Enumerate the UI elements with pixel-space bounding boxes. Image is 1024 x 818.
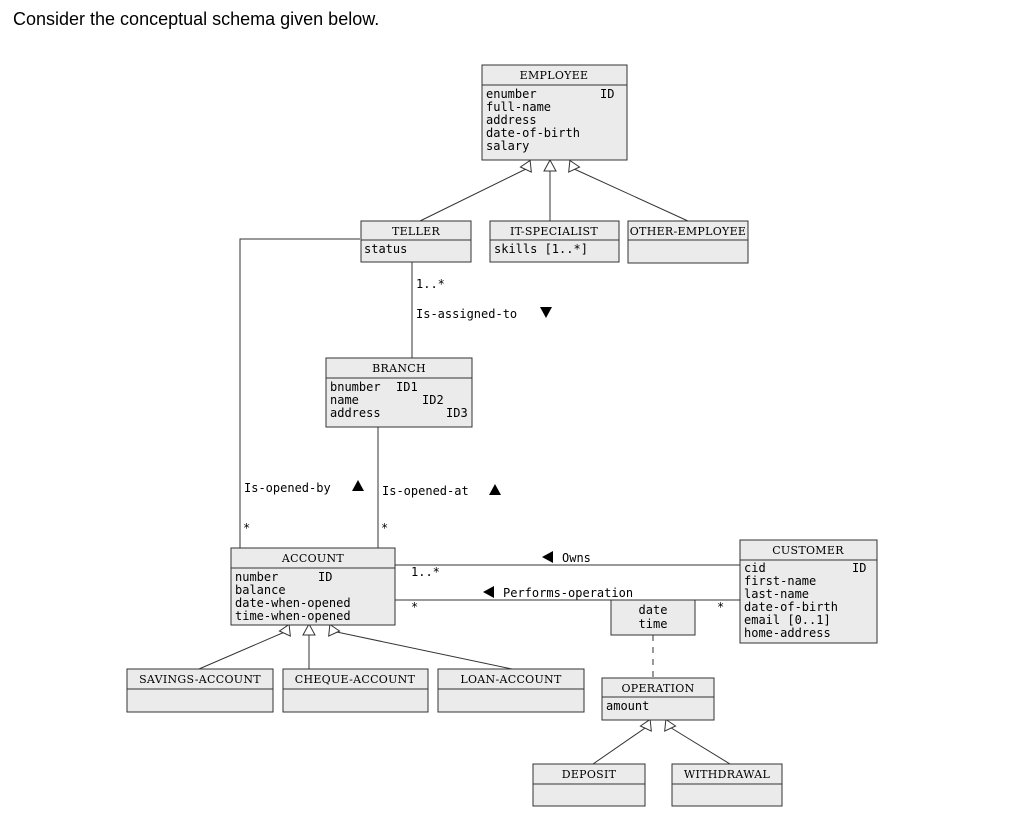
operation-title: OPERATION bbox=[621, 682, 694, 695]
employee-attr: salary bbox=[486, 139, 529, 153]
withdrawal-triangle-icon bbox=[664, 718, 677, 732]
employee-id-mark: ID bbox=[600, 87, 614, 101]
operation-attr: amount bbox=[606, 699, 649, 713]
branch-attr: address bbox=[330, 406, 381, 420]
branch-entity: BRANCH bnumber ID1 name ID2 address ID3 bbox=[325, 357, 473, 428]
employee-attr: date-of-birth bbox=[486, 126, 580, 140]
teller-triangle-icon bbox=[519, 159, 532, 173]
teller-attr: status bbox=[364, 242, 407, 256]
is-opened-by-label: Is-opened-by bbox=[244, 481, 331, 495]
branch-attr: bnumber bbox=[330, 380, 381, 394]
performs-operation-label: Performs-operation bbox=[503, 586, 633, 600]
employee-attr: address bbox=[486, 113, 537, 127]
savings-triangle-icon bbox=[278, 623, 291, 637]
account-attr: balance bbox=[235, 583, 286, 597]
account-entity: ACCOUNT number ID balance date-when-open… bbox=[230, 547, 396, 626]
account-attr: date-when-opened bbox=[235, 596, 351, 610]
loan-generalization-line bbox=[331, 630, 513, 670]
it-specialist-attr: skills [1..*] bbox=[494, 242, 588, 256]
association-class-attr: date bbox=[639, 603, 668, 617]
account-title: ACCOUNT bbox=[281, 552, 344, 565]
teller-title: TELLER bbox=[392, 225, 441, 238]
performs-operation-account-multiplicity: * bbox=[411, 600, 418, 614]
teller-entity: TELLER status bbox=[360, 220, 472, 263]
other-employee-entity: OTHER-EMPLOYEE bbox=[627, 220, 749, 264]
loan-account-title: LOAN-ACCOUNT bbox=[460, 673, 562, 686]
association-class-box: date time bbox=[610, 599, 696, 636]
customer-attr: date-of-birth bbox=[744, 600, 838, 614]
loan-triangle-icon bbox=[328, 623, 341, 637]
customer-id-mark: ID bbox=[852, 561, 866, 575]
customer-attr: cid bbox=[744, 561, 766, 575]
account-attr: time-when-opened bbox=[235, 609, 351, 623]
is-opened-by-multiplicity: * bbox=[243, 521, 250, 535]
performs-operation-customer-multiplicity: * bbox=[717, 600, 724, 614]
association-class-attr: time bbox=[639, 617, 668, 631]
branch-id-mark: ID3 bbox=[446, 406, 468, 420]
left-arrow-icon bbox=[483, 586, 494, 598]
customer-attr: last-name bbox=[744, 587, 809, 601]
branch-id-mark: ID1 bbox=[396, 380, 418, 394]
deposit-triangle-icon bbox=[639, 718, 652, 732]
it-specialist-title: IT-SPECIALIST bbox=[510, 225, 598, 238]
employee-attr: full-name bbox=[486, 100, 551, 114]
is-assigned-to-label: Is-assigned-to bbox=[416, 307, 517, 321]
savings-account-entity: SAVINGS-ACCOUNT bbox=[126, 668, 274, 713]
down-arrow-icon bbox=[540, 307, 552, 318]
customer-attr: email [0..1] bbox=[744, 613, 831, 627]
account-attr: number bbox=[235, 570, 278, 584]
other-employee-generalization-line bbox=[571, 167, 689, 222]
customer-entity: CUSTOMER cid ID first-name last-name dat… bbox=[739, 539, 878, 644]
customer-attr: first-name bbox=[744, 574, 816, 588]
other-employee-triangle-icon bbox=[568, 159, 581, 173]
it-specialist-triangle-icon bbox=[543, 158, 557, 172]
employee-attr: enumber bbox=[486, 87, 537, 101]
customer-attr: home-address bbox=[744, 626, 831, 640]
cheque-triangle-icon bbox=[302, 622, 316, 636]
loan-account-entity: LOAN-ACCOUNT bbox=[437, 668, 585, 713]
teller-multiplicity: 1..* bbox=[416, 277, 445, 291]
page-heading: Consider the conceptual schema given bel… bbox=[13, 9, 380, 29]
branch-attr: name bbox=[330, 393, 359, 407]
branch-title: BRANCH bbox=[372, 362, 426, 375]
account-id-mark: ID bbox=[318, 570, 332, 584]
up-arrow-icon bbox=[489, 484, 501, 495]
savings-account-title: SAVINGS-ACCOUNT bbox=[139, 673, 261, 686]
branch-id-mark: ID2 bbox=[422, 393, 444, 407]
cheque-account-entity: CHEQUE-ACCOUNT bbox=[282, 668, 429, 713]
is-opened-by-line bbox=[239, 238, 360, 548]
customer-title: CUSTOMER bbox=[772, 544, 844, 557]
withdrawal-entity: WITHDRAWAL bbox=[671, 763, 783, 807]
up-arrow-icon bbox=[352, 480, 364, 491]
teller-generalization-line bbox=[419, 167, 529, 222]
is-opened-at-multiplicity: * bbox=[381, 521, 388, 535]
operation-entity: OPERATION amount bbox=[601, 677, 715, 721]
it-specialist-entity: IT-SPECIALIST skills [1..*] bbox=[489, 220, 620, 263]
employee-entity: EMPLOYEE enumber ID full-name address da… bbox=[481, 64, 628, 161]
owns-label: Owns bbox=[562, 551, 591, 565]
deposit-generalization-line bbox=[592, 725, 649, 765]
left-arrow-icon bbox=[542, 551, 553, 563]
deposit-entity: DEPOSIT bbox=[532, 763, 646, 807]
cheque-account-title: CHEQUE-ACCOUNT bbox=[295, 673, 416, 686]
savings-generalization-line bbox=[198, 630, 288, 670]
deposit-title: DEPOSIT bbox=[562, 768, 617, 781]
other-employee-title: OTHER-EMPLOYEE bbox=[630, 225, 747, 238]
withdrawal-generalization-line bbox=[667, 725, 731, 765]
owns-multiplicity: 1..* bbox=[411, 565, 440, 579]
employee-title: EMPLOYEE bbox=[520, 69, 589, 82]
is-opened-at-label: Is-opened-at bbox=[382, 484, 469, 498]
withdrawal-title: WITHDRAWAL bbox=[684, 768, 771, 781]
